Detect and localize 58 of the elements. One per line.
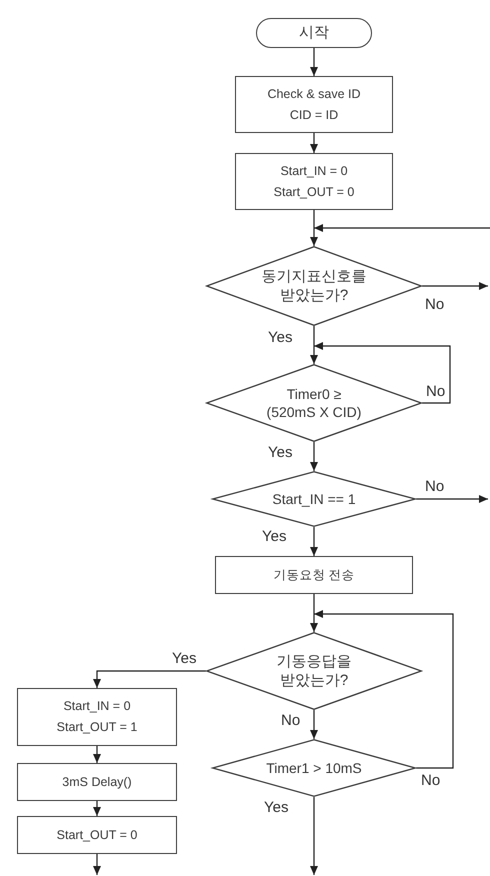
step-text: Start_OUT = 0 bbox=[274, 184, 354, 200]
arrow bbox=[310, 133, 318, 153]
decision-diamond bbox=[212, 471, 416, 527]
arrow bbox=[310, 710, 318, 739]
branch-label: Yes bbox=[262, 528, 286, 545]
arrow bbox=[310, 442, 318, 471]
step-text: Start_OUT = 1 bbox=[56, 719, 138, 736]
arrow bbox=[93, 670, 206, 688]
decision-diamond bbox=[212, 739, 416, 797]
step-text: 3mS Delay() bbox=[62, 774, 132, 791]
process-box bbox=[17, 763, 177, 801]
branch-label: No bbox=[426, 383, 446, 400]
process-box bbox=[215, 556, 413, 594]
connector-line bbox=[313, 326, 315, 346]
connector-line bbox=[313, 210, 315, 228]
branch-label: No bbox=[281, 712, 300, 729]
process-box bbox=[235, 153, 393, 210]
connector-line bbox=[313, 594, 315, 614]
terminal-text: 시작 bbox=[299, 24, 329, 42]
arrow bbox=[93, 746, 101, 763]
start-terminal bbox=[256, 18, 372, 48]
step-text: Check & save ID bbox=[267, 86, 361, 102]
condition-text: Timer1 > 10mS bbox=[266, 759, 362, 777]
decision-diamond bbox=[206, 364, 422, 442]
arrow bbox=[314, 610, 454, 769]
step-text: Start_OUT = 0 bbox=[56, 827, 138, 844]
branch-label: No bbox=[425, 296, 444, 313]
decision-diamond bbox=[206, 246, 422, 326]
condition-text: Start_IN == 1 bbox=[272, 490, 356, 508]
arrow bbox=[310, 797, 318, 875]
arrow bbox=[310, 346, 318, 364]
arrow bbox=[314, 224, 490, 232]
arrow bbox=[310, 48, 318, 76]
arrow bbox=[93, 801, 101, 816]
process-box bbox=[17, 816, 177, 854]
arrow bbox=[422, 282, 488, 290]
step-text: Start_IN = 0 bbox=[280, 162, 348, 180]
arrow bbox=[310, 228, 318, 246]
process-box bbox=[17, 688, 177, 746]
branch-label: No bbox=[421, 772, 440, 789]
branch-label: Yes bbox=[172, 650, 196, 667]
branch-label: Yes bbox=[268, 444, 292, 461]
process-box bbox=[235, 76, 393, 133]
step-text: Start_IN = 0 bbox=[63, 698, 131, 715]
arrow bbox=[314, 342, 451, 404]
step-text: CID = ID bbox=[290, 106, 338, 124]
arrow bbox=[93, 854, 101, 875]
step-text: 기동요청 전송 bbox=[273, 567, 355, 584]
arrow bbox=[310, 614, 318, 632]
decision-diamond bbox=[206, 632, 422, 710]
branch-label: Yes bbox=[268, 329, 292, 346]
condition-text: Timer0 ≥ (520mS X CID) bbox=[266, 385, 362, 421]
branch-label: No bbox=[425, 478, 444, 495]
arrow bbox=[310, 527, 318, 556]
branch-label: Yes bbox=[264, 799, 288, 816]
arrow bbox=[416, 495, 488, 503]
condition-text: 기동응답을 받았는가? bbox=[276, 652, 352, 690]
condition-text: 동기지표신호를 받았는가? bbox=[260, 267, 368, 305]
